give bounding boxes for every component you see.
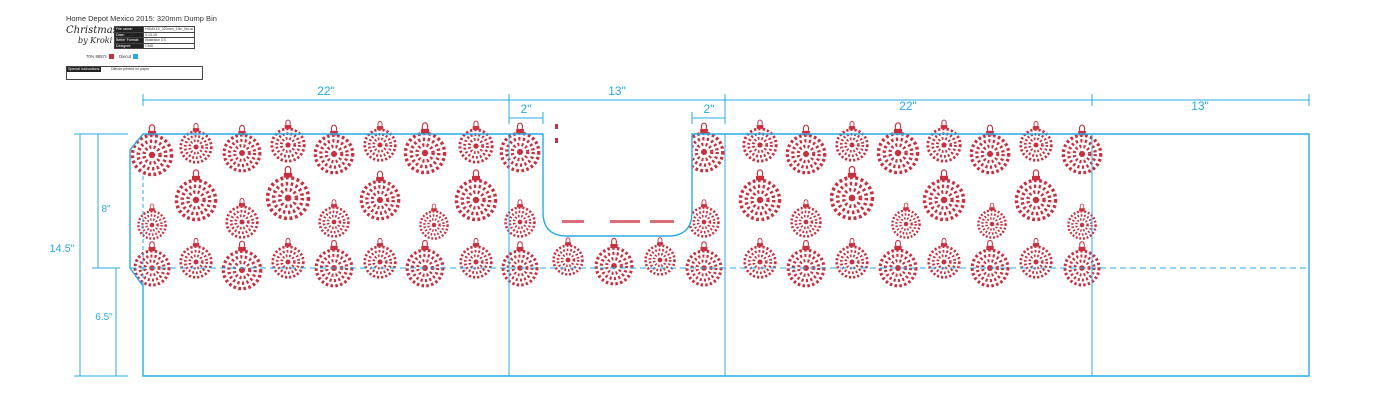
ornament-icon bbox=[786, 238, 826, 288]
dieline-outline bbox=[129, 133, 1310, 377]
ornament-icon bbox=[1019, 237, 1053, 279]
ornament-icon bbox=[222, 123, 262, 173]
ornament-icon bbox=[363, 237, 397, 279]
panel-1-ornaments bbox=[130, 118, 498, 291]
info-value: CMD bbox=[143, 42, 195, 50]
pattern-fragment bbox=[555, 124, 558, 129]
ornament-icon bbox=[970, 238, 1010, 288]
pattern-fragment bbox=[562, 220, 584, 223]
ornament-icon bbox=[742, 118, 778, 163]
dim-label: 22" bbox=[899, 99, 917, 113]
ornament-icon bbox=[130, 123, 174, 177]
ornament-icon bbox=[927, 237, 961, 279]
ornament-icon bbox=[969, 123, 1011, 175]
ornament-icon bbox=[454, 168, 498, 222]
info-label: File name: bbox=[114, 26, 144, 33]
dim-label-total-height: 14.5" bbox=[49, 243, 74, 255]
ornament-icon bbox=[499, 121, 541, 173]
document-title: Home Depot Mexico 2015: 320mm Dump Bin bbox=[66, 14, 217, 23]
ornament-icon bbox=[458, 119, 494, 164]
ornament-icon bbox=[1014, 168, 1058, 222]
ornament-icon bbox=[977, 201, 1007, 239]
brand-logo: Christmas by Kroki bbox=[66, 25, 118, 48]
pattern-fragment bbox=[610, 220, 640, 223]
ornament-icon bbox=[878, 238, 918, 288]
dieline-cuts bbox=[129, 133, 1310, 377]
info-row: Designer: CMD bbox=[114, 42, 195, 50]
dim-label: 2" bbox=[521, 102, 532, 116]
dim-label: 13" bbox=[1191, 99, 1209, 113]
cutout-mask bbox=[543, 134, 692, 236]
ornament-icon bbox=[270, 118, 306, 163]
ornament-icon bbox=[743, 237, 777, 279]
ornament-icon bbox=[552, 236, 584, 276]
ornament-icon bbox=[876, 121, 920, 175]
pattern-fragment bbox=[650, 220, 674, 223]
dimension-labels: 22" 2" 13" 2" 22" 13" 14.5" 8" 6.5" bbox=[49, 84, 1208, 323]
info-value: HDMX15_320mm_13in_bin.ai bbox=[143, 26, 195, 33]
ornament-icon bbox=[363, 120, 397, 162]
ornament-icon bbox=[179, 237, 213, 279]
special-instructions: Special Instructions: Diffuse printed on… bbox=[66, 66, 203, 80]
swatch-print bbox=[108, 54, 114, 60]
ornament-icon bbox=[225, 197, 259, 239]
ornament-icon bbox=[501, 240, 539, 287]
ornament-icon bbox=[174, 168, 218, 222]
ornament-icon bbox=[359, 169, 401, 221]
notes-value: Diffuse printed on paper bbox=[111, 67, 150, 71]
dim-label: 22" bbox=[317, 84, 335, 98]
ornament-icon bbox=[829, 164, 875, 221]
ornament-icon bbox=[271, 237, 305, 279]
ornament-icon bbox=[1063, 240, 1101, 287]
ornament-icon bbox=[313, 123, 355, 175]
notes-label: Special Instructions: bbox=[67, 67, 102, 72]
ornament-icon bbox=[459, 237, 493, 279]
dimension-lines bbox=[74, 94, 1310, 377]
ornament-icon bbox=[265, 164, 311, 221]
ornament-icon bbox=[1061, 123, 1103, 175]
ornament-icon bbox=[891, 201, 921, 239]
ornament-icon bbox=[405, 238, 445, 288]
ornament-icon bbox=[926, 118, 962, 163]
swatch-diecut-label: Diecut bbox=[119, 54, 132, 59]
dim-label: 13" bbox=[608, 84, 626, 98]
ornament-icon bbox=[922, 168, 966, 222]
ornament-icon bbox=[221, 239, 263, 291]
ornament-icon bbox=[314, 238, 354, 288]
ornament-icon bbox=[685, 240, 723, 287]
ornament-icon bbox=[738, 168, 782, 222]
ornament-icon bbox=[835, 237, 869, 279]
title-block: Home Depot Mexico 2015: 320mm Dump Bin C… bbox=[66, 14, 217, 84]
logo-line-2: by Kroki bbox=[78, 36, 113, 45]
ornament-icon bbox=[419, 202, 449, 240]
ornament-icon bbox=[1019, 120, 1053, 162]
color-swatches: 70% 8857c Diecut bbox=[86, 54, 142, 60]
ornament-icon bbox=[688, 198, 720, 238]
ornament-icon bbox=[785, 123, 827, 175]
swatch-print-label: 70% 8857c bbox=[86, 54, 107, 59]
ornament-icon bbox=[179, 122, 213, 164]
ornament-icon bbox=[403, 121, 447, 175]
dim-label-upper-height: 8" bbox=[101, 204, 111, 215]
logo-line-1: Christmas bbox=[66, 25, 118, 36]
pattern-fragment bbox=[555, 138, 558, 143]
ornament-icon bbox=[835, 120, 869, 162]
swatch-diecut bbox=[133, 54, 139, 60]
ornament-pattern bbox=[130, 118, 1103, 291]
dim-label-lower-height: 6.5" bbox=[95, 312, 113, 323]
ornament-icon bbox=[594, 236, 634, 286]
ornament-icon bbox=[790, 198, 822, 238]
info-label: Designer: bbox=[114, 42, 144, 50]
ornament-icon bbox=[133, 240, 171, 287]
ornament-icon bbox=[137, 202, 167, 240]
ornament-icon bbox=[644, 236, 676, 276]
info-row: File name: HDMX15_320mm_13in_bin.ai bbox=[114, 26, 195, 33]
dim-label: 2" bbox=[704, 102, 715, 116]
info-table: File name: HDMX15_320mm_13in_bin.ai Date… bbox=[114, 26, 195, 50]
panel-3-ornaments bbox=[738, 118, 1103, 288]
ornament-icon bbox=[504, 198, 536, 238]
ornament-icon bbox=[318, 198, 350, 238]
